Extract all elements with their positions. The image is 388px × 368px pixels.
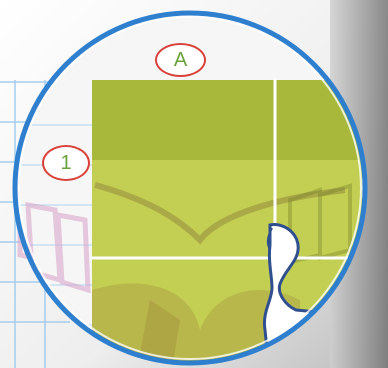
column-label-marker: A xyxy=(155,43,206,77)
column-label-text: A xyxy=(174,50,187,70)
column-a-header-band xyxy=(92,80,362,160)
row-label-text: 1 xyxy=(60,153,71,173)
row-label-marker: 1 xyxy=(42,145,90,181)
